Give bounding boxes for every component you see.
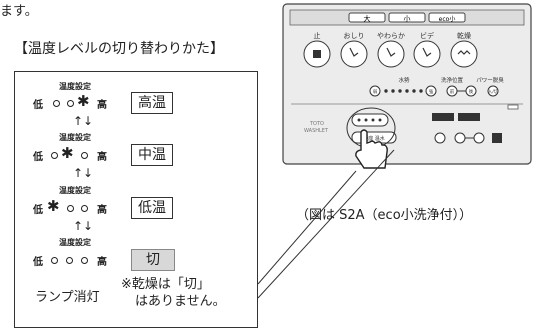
lamp-dot <box>81 152 88 159</box>
top-button-3: eco小 <box>439 15 456 23</box>
panel-button-label: やわらか <box>377 32 405 40</box>
low-label: 低 <box>33 205 43 216</box>
top-button-2: 小 <box>404 14 411 23</box>
setting-label: 温度設定 <box>59 238 91 247</box>
lamp-dot <box>81 257 88 264</box>
level-label-off: 切 <box>131 249 175 271</box>
low-label: 低 <box>33 100 43 111</box>
dry-note-line1: ※乾燥は「切」 <box>121 277 210 292</box>
brand-washlet: WASHLET <box>304 128 329 134</box>
dry-note-line2: はありません。 <box>135 294 226 309</box>
level-label-mid: 中温 <box>131 144 173 166</box>
high-label: 高 <box>97 205 107 216</box>
setting-label: 温度設定 <box>59 133 91 142</box>
lit-lamp-icon: ✱ <box>77 92 90 110</box>
panel-button-label: ビデ <box>420 31 434 40</box>
temp-buttons-label: 便座 温水 <box>363 135 385 142</box>
cycle-arrow-icon: ↑↓ <box>73 166 94 180</box>
top-buttons <box>348 12 466 23</box>
cycle-arrow-icon: ↑↓ <box>73 219 94 233</box>
panel-button-label: 乾燥 <box>457 31 471 40</box>
top-button-1: 大 <box>364 14 371 23</box>
power-label: パワー脱臭 <box>476 76 504 84</box>
lit-lamp-icon: ✱ <box>61 144 74 162</box>
panel-button-label: 止 <box>314 31 321 40</box>
lamp-dot <box>51 257 58 264</box>
water-label: 水勢 <box>398 76 410 84</box>
power-onoff-label: 入/切 <box>488 88 499 95</box>
high-label: 高 <box>97 100 107 111</box>
lamp-dot <box>53 100 60 107</box>
brand-toto: TOTO <box>309 121 324 127</box>
temperature-level-box: 温度設定 低 ✱ 高 高温 ↑↓ 温度設定 低 ✱ 高 中温 ↑↓ 温度設定 低… <box>14 71 258 328</box>
lamp-dot <box>66 257 73 264</box>
lit-lamp-icon: ✱ <box>47 197 60 215</box>
lamp-off-label: ランプ消灯 <box>35 290 100 305</box>
low-label: 低 <box>33 152 43 163</box>
setting-label: 温度設定 <box>59 186 91 195</box>
low-label: 低 <box>33 257 43 268</box>
intro-text: ます。 <box>0 4 38 19</box>
figure-caption: （図は S2A（eco小洗浄付）） <box>296 208 473 223</box>
nozzle-label: 洗浄位置 <box>441 76 464 84</box>
weak-label: 弱 <box>373 89 378 95</box>
setting-label: 温度設定 <box>59 82 91 91</box>
strong-label: 強 <box>429 88 434 95</box>
panel-button-label: おしり <box>344 32 365 40</box>
front-label: 前 <box>450 88 455 95</box>
lamp-dot <box>81 205 88 212</box>
section-heading: 【温度レベルの切り替わりかた】 <box>14 41 224 57</box>
lamp-dot <box>67 205 74 212</box>
lamp-dot <box>67 100 74 107</box>
back-label: 後 <box>469 88 474 95</box>
level-label-low: 低温 <box>131 197 173 219</box>
level-label-high: 高温 <box>131 92 173 114</box>
cycle-arrow-icon: ↑↓ <box>73 114 94 128</box>
high-label: 高 <box>97 257 107 268</box>
high-label: 高 <box>97 152 107 163</box>
lamp-dot <box>51 152 58 159</box>
